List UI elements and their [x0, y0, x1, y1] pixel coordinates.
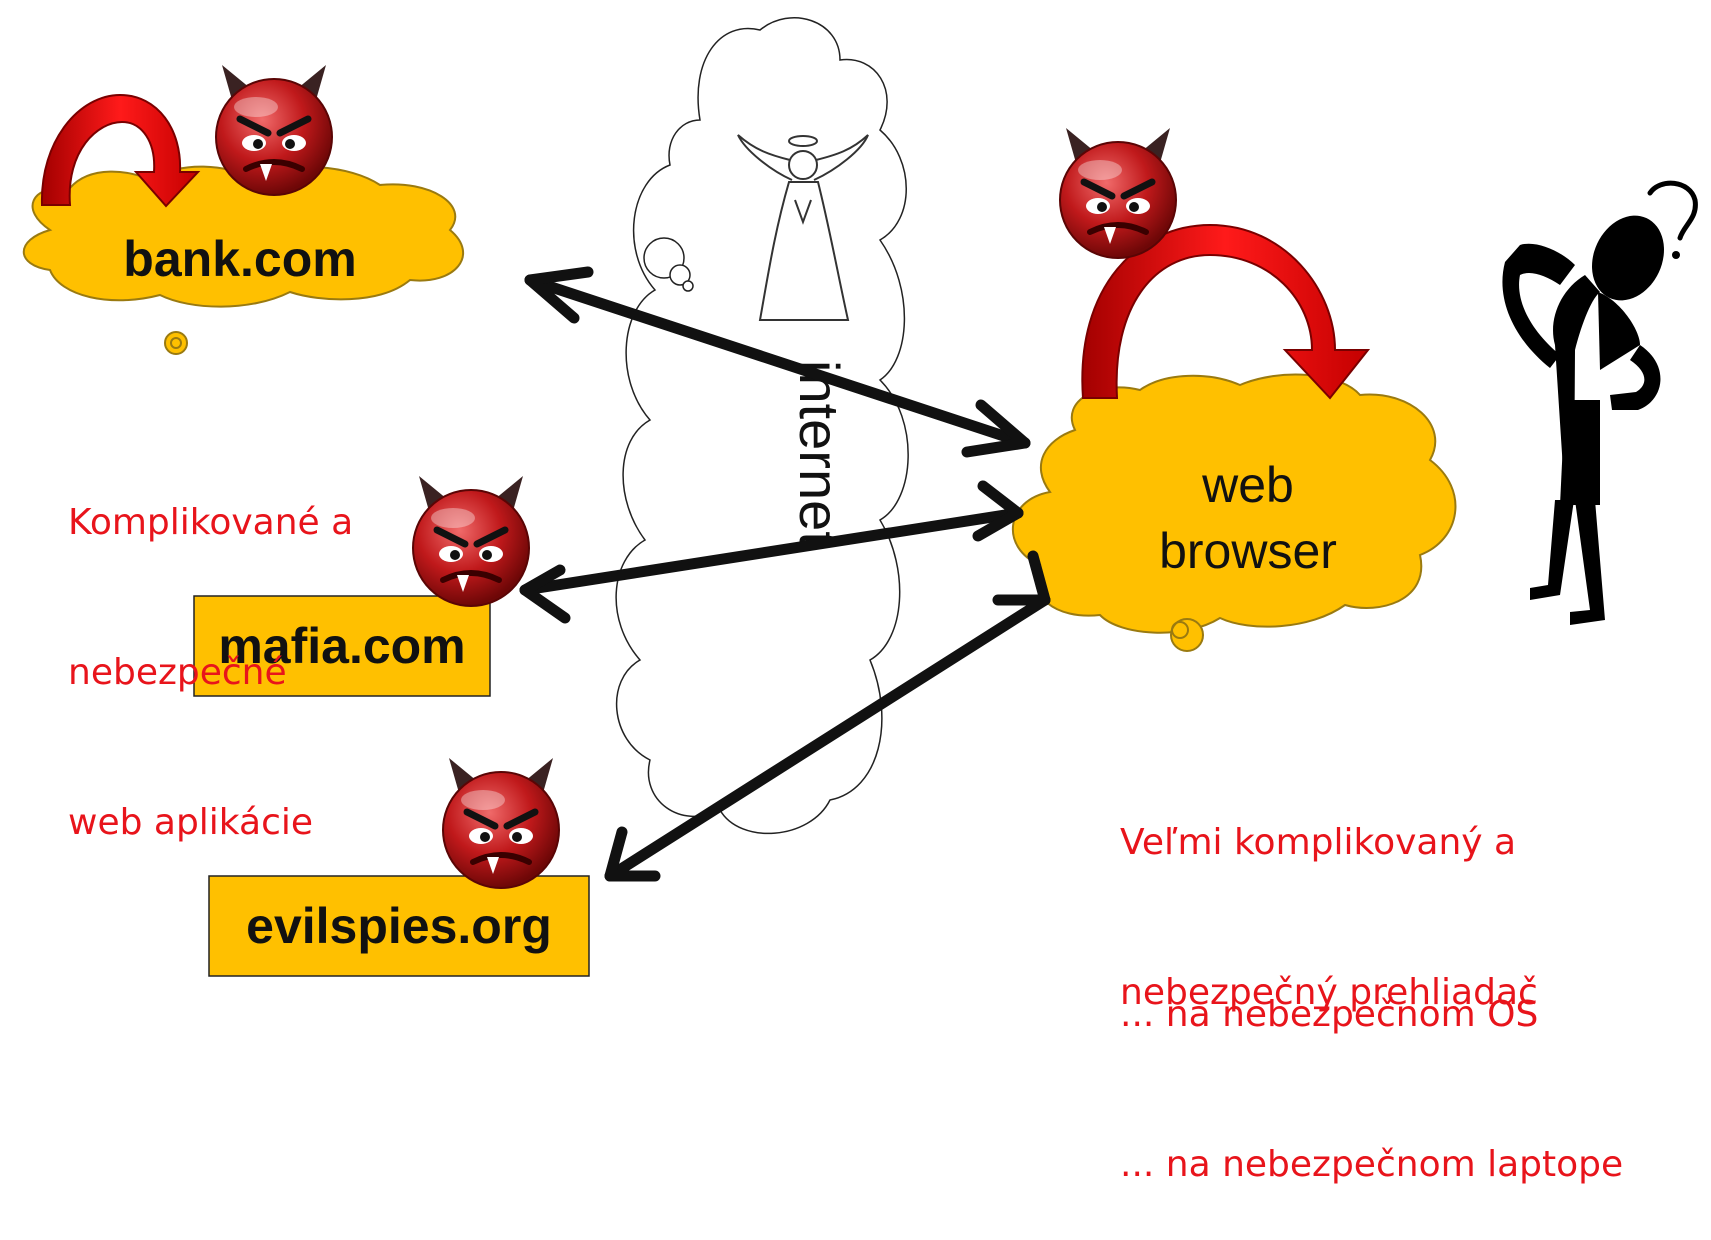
evilspies-box	[208, 875, 590, 977]
confused-person-icon	[1502, 180, 1698, 625]
note-apps-line: nebezpečné	[68, 652, 287, 693]
angel-icon	[737, 134, 869, 321]
note-apps: Komplikované a nebezpečné web aplikácie	[68, 398, 353, 898]
note-browser-line: Veľmi komplikovaný a	[1120, 822, 1517, 863]
devil-face-icon	[1060, 128, 1176, 258]
arrow-evilspies-browser	[604, 550, 1051, 882]
note-platform-line: ... na nebezpečnom OS	[1120, 994, 1539, 1035]
note-platform-line: ... na nebezpečnom laptope	[1120, 1144, 1624, 1185]
connection-arrows	[519, 266, 1051, 882]
mafia-box	[193, 595, 491, 697]
arrow-bank-browser	[524, 266, 1031, 458]
evilspies-label: evilspies.org	[246, 898, 552, 954]
browser-cloud	[1012, 373, 1457, 652]
arrow-mafia-browser	[519, 480, 1024, 624]
devil-face-icon	[413, 476, 529, 606]
internet-label: internet	[788, 360, 851, 547]
browser-label-line2: browser	[1159, 523, 1337, 579]
browser-label-line1: web	[1201, 457, 1294, 513]
note-platform: ... na nebezpečnom OS ... na nebezpečnom…	[1120, 890, 1623, 1240]
internet-cloud	[615, 17, 909, 835]
note-apps-line: web aplikácie	[68, 802, 314, 843]
devil-face-icon	[216, 65, 332, 195]
note-apps-line: Komplikované a	[68, 502, 354, 543]
devil-face-icon	[443, 758, 559, 888]
mafia-label: mafia.com	[218, 618, 465, 674]
security-diagram: internet bank.com web browser mafia.com …	[22, 17, 1698, 977]
bank-label: bank.com	[123, 231, 356, 287]
red-self-arrow-bank	[40, 93, 201, 208]
